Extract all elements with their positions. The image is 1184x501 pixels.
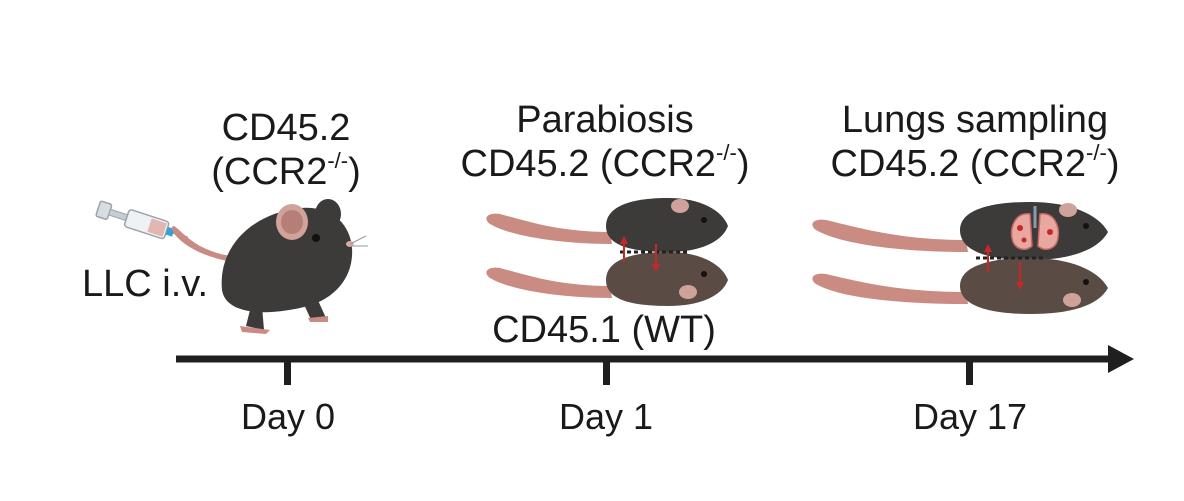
day-17-label: Day 17 xyxy=(912,396,1028,437)
tick-day-0 xyxy=(284,359,291,385)
day-1-label: Day 1 xyxy=(558,396,654,437)
stage-3-title-line-1: Lungs sampling xyxy=(841,99,1109,141)
stage-3-title-line-2: CD45.2 (CCR2-/-) xyxy=(790,142,1160,186)
tick-day-1 xyxy=(603,359,610,385)
stage-2-title-line-2: CD45.2 (CCR2-/-) xyxy=(420,142,790,186)
lungs-sampling-pair xyxy=(812,202,1108,314)
lungs-icon xyxy=(1010,206,1060,251)
stage-1-title: CD45.2 (CCR2-/-) xyxy=(194,106,378,194)
stage-2-superscript: -/- xyxy=(716,140,737,166)
stage-1-superscript: -/- xyxy=(327,148,349,174)
tick-day-17 xyxy=(966,359,973,385)
llc-iv-label: LLC i.v. xyxy=(82,263,209,305)
stage-2-title-line-1: Parabiosis xyxy=(516,99,694,141)
day-0-label: Day 0 xyxy=(240,396,336,437)
stage-3-title: Lungs sampling CD45.2 (CCR2-/-) xyxy=(790,98,1160,186)
stage-2-closing: ) xyxy=(736,143,750,185)
stage-2-genotype: CD45.2 (CCR2 xyxy=(460,143,717,185)
stage-3-genotype: CD45.2 (CCR2 xyxy=(830,143,1087,185)
stage-1-title-line-2: (CCR2-/-) xyxy=(194,150,378,194)
syringe-icon xyxy=(95,200,188,240)
timeline-arrowhead xyxy=(1108,345,1134,373)
parabiosis-pair xyxy=(486,198,728,306)
mouse-icon xyxy=(171,199,368,334)
stage-1-closing: ) xyxy=(348,151,361,193)
stage-1-title-line-1: CD45.2 xyxy=(221,107,351,149)
stage-3-closing: ) xyxy=(1106,143,1120,185)
stage-2-title: Parabiosis CD45.2 (CCR2-/-) xyxy=(420,98,790,186)
stage-3-superscript: -/- xyxy=(1086,140,1107,166)
stage-1-genotype: (CCR2 xyxy=(211,151,328,193)
stage-2-lower-label: CD45.1 (WT) xyxy=(492,309,716,351)
